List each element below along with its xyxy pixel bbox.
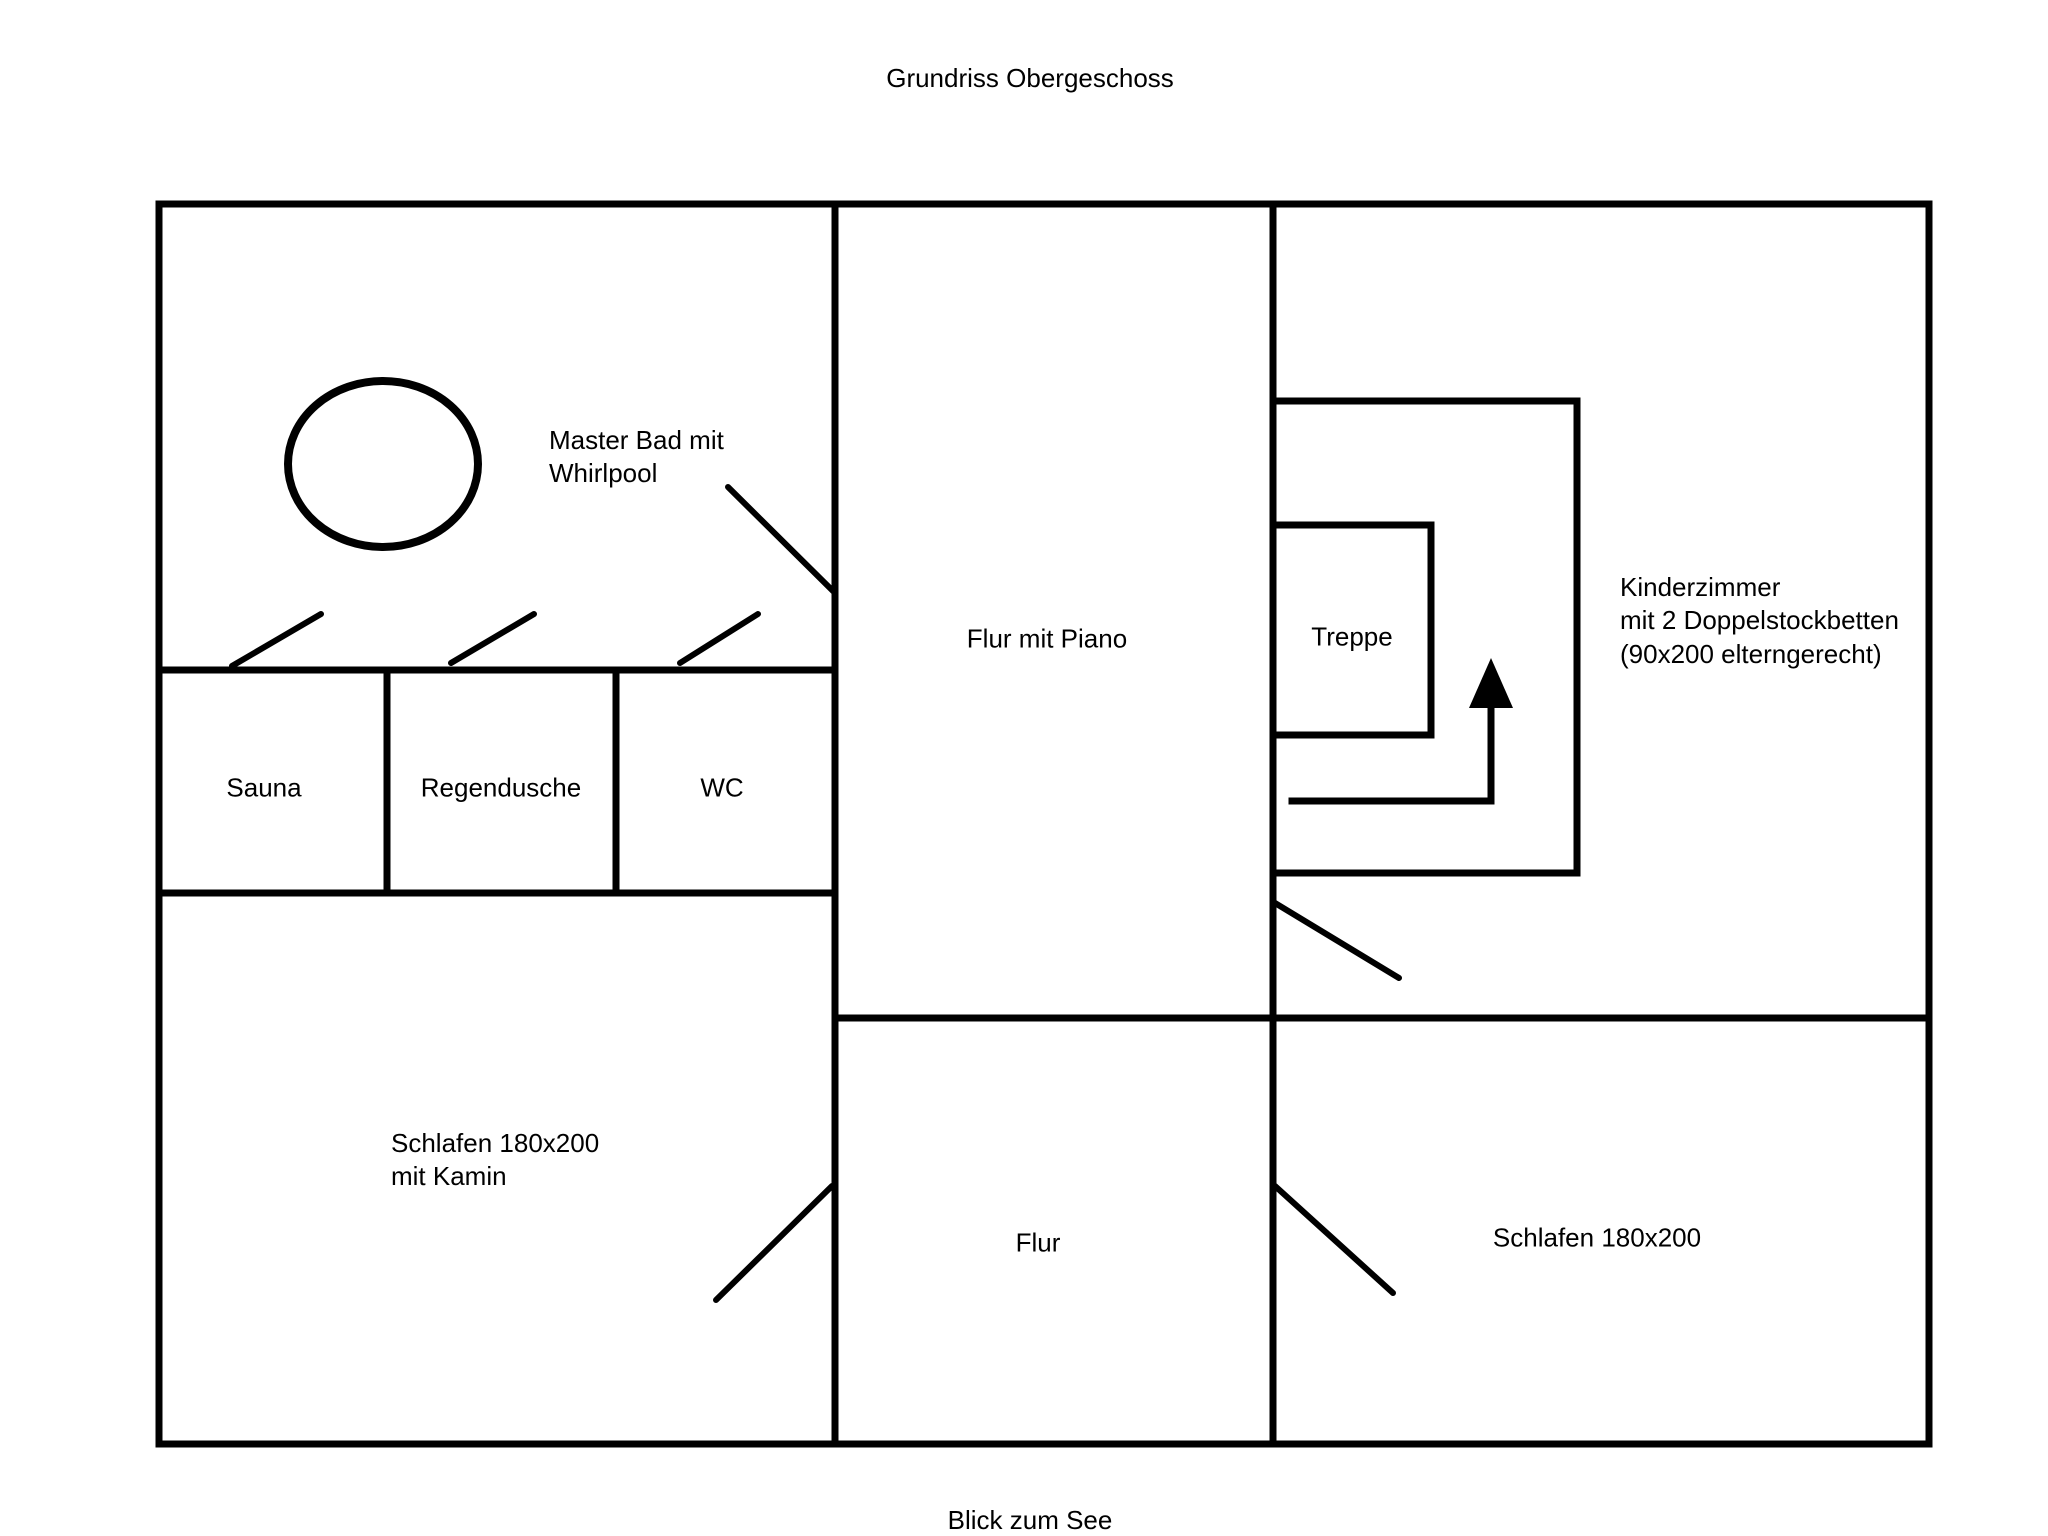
view-to-lake-caption: Blick zum See xyxy=(947,1505,1113,1535)
door-swing xyxy=(725,484,838,596)
room-label-treppe: Treppe xyxy=(1311,621,1393,652)
room-label-sauna: Sauna xyxy=(226,772,302,803)
stair-direction-arrow xyxy=(1288,698,1495,805)
plan-title: Grundriss Obergeschoss xyxy=(886,63,1174,93)
door-swing xyxy=(1272,1183,1396,1296)
door-swing xyxy=(713,1183,835,1303)
room-label-regendusche: Regendusche xyxy=(420,772,582,803)
room-label-schlafen-kamin: Schlafen 180x200 mit Kamin xyxy=(391,1128,600,1192)
room-label-flur-piano: Flur mit Piano xyxy=(966,623,1128,654)
door-swing xyxy=(448,611,537,666)
room-label-master-bad: Master Bad mit Whirlpool xyxy=(549,425,724,489)
door-swing xyxy=(1272,900,1402,981)
room-label-wc: WC xyxy=(700,772,744,803)
room-label-kinderzimmer: Kinderzimmer mit 2 Doppelstockbetten (90… xyxy=(1620,572,1899,669)
room-label-flur: Flur xyxy=(1015,1227,1061,1258)
door-swing xyxy=(229,611,324,669)
whirlpool-tub xyxy=(284,377,482,551)
stair-arrow-head xyxy=(1469,658,1513,708)
room-label-schlafen: Schlafen 180x200 xyxy=(1492,1222,1702,1253)
door-swing xyxy=(677,611,761,666)
